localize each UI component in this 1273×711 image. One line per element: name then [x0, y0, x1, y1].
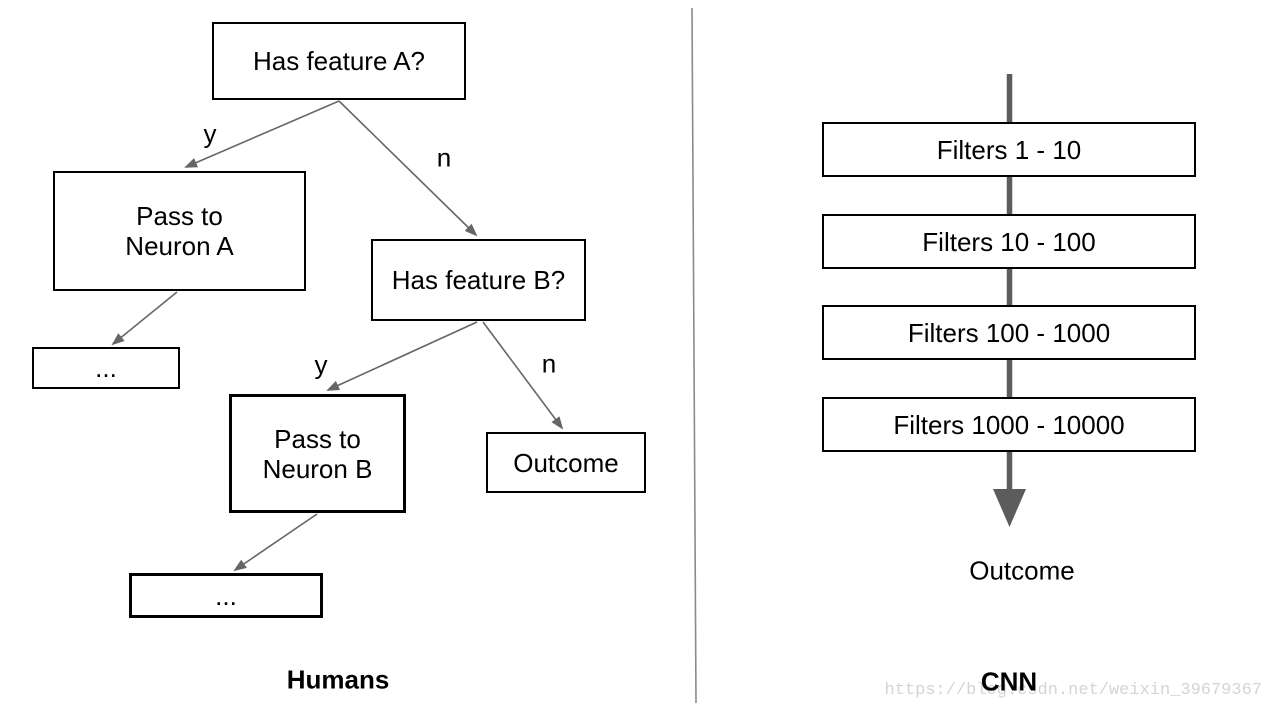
node-pass-to-neuron-b: Pass to Neuron B: [229, 394, 406, 513]
edge-label-b-yes: y: [314, 349, 328, 380]
edge-label-b-no: n: [541, 348, 557, 379]
node-has-feature-b: Has feature B?: [371, 239, 586, 321]
node-ellipsis-2: ...: [129, 573, 323, 618]
edge-a-no: [338, 100, 478, 237]
edge-label-a-yes: y: [203, 118, 217, 149]
cnn-flow-arrow-head: [993, 489, 1026, 527]
cnn-caption: CNN: [980, 666, 1038, 697]
edge-label-a-no: n: [436, 142, 452, 173]
node-pass-to-neuron-a: Pass to Neuron A: [53, 171, 306, 291]
cnn-layer-filters-100-1000: Filters 100 - 1000: [822, 305, 1196, 360]
humans-caption: Humans: [286, 664, 390, 695]
cnn-layer-filters-1-10: Filters 1 - 10: [822, 122, 1196, 177]
csdn-watermark: https://blog.csdn.net/weixin_39679367: [884, 681, 1262, 700]
edge-a-yes: [184, 100, 340, 168]
node-has-feature-a: Has feature A?: [212, 22, 466, 100]
cnn-layer-filters-1000-10000: Filters 1000 - 10000: [822, 397, 1196, 452]
edge-neuron-b-down: [233, 513, 318, 572]
node-ellipsis-1: ...: [32, 347, 180, 389]
edge-neuron-a-down: [111, 291, 178, 346]
cnn-layer-filters-10-100: Filters 10 - 100: [822, 214, 1196, 269]
edge-b-no: [482, 321, 564, 430]
edge-b-yes: [326, 321, 478, 391]
node-outcome-left: Outcome: [486, 432, 646, 493]
panel-divider-line: [691, 7, 697, 704]
cnn-outcome-label: Outcome: [969, 555, 1075, 586]
